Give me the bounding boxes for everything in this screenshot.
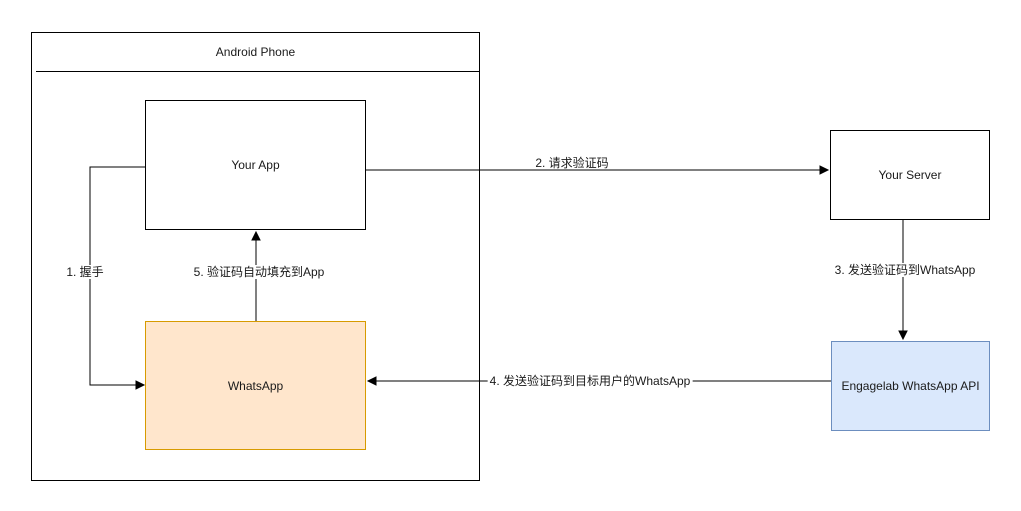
edge-1-label: 1. 握手 <box>64 265 106 279</box>
android-phone-title-divider <box>36 71 479 72</box>
your-app-node: Your App <box>145 100 366 230</box>
engagelab-whatsapp-api-node: Engagelab WhatsApp API <box>831 341 990 431</box>
edge-3-send-code-to-whatsapp <box>898 220 908 341</box>
whatsapp-node: WhatsApp <box>145 321 366 450</box>
edge-5-label: 5. 验证码自动填充到App <box>191 265 327 279</box>
edge-2-label: 2. 请求验证码 <box>535 156 609 170</box>
android-phone-title: Android Phone <box>215 45 296 59</box>
edge-3-label: 3. 发送验证码到WhatsApp <box>832 263 978 277</box>
edge-4-label: 4. 发送验证码到目标用户的WhatsApp <box>487 374 693 388</box>
your-server-node: Your Server <box>830 130 990 220</box>
